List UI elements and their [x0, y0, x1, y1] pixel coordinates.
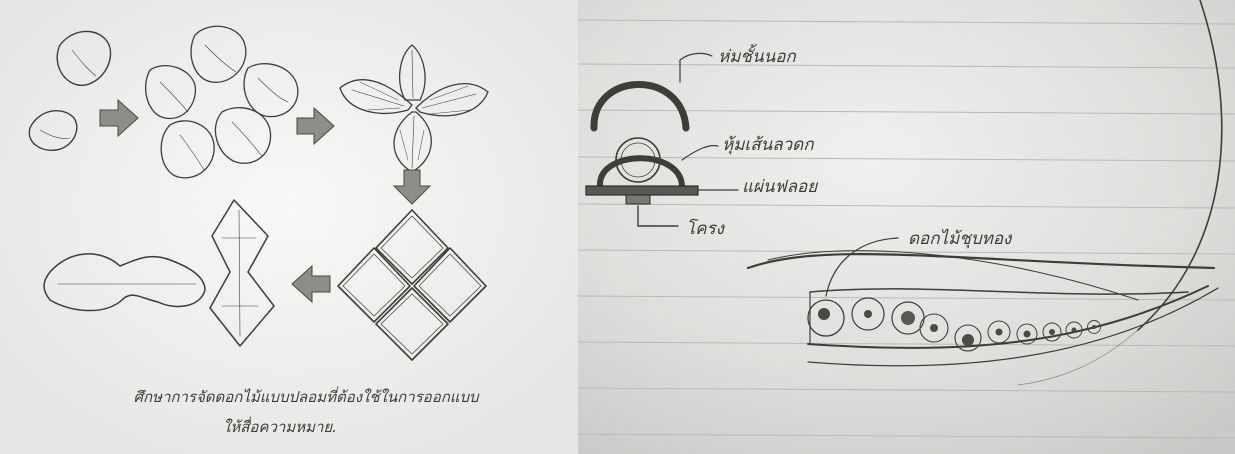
- label-flower-bud: ดอกไม้ชุบทอง: [908, 228, 1013, 249]
- label-outer-casing: ห่มชั้นนอก: [718, 43, 796, 67]
- sketch-caption-line2: ให้สื่อความหมาย.: [223, 416, 337, 436]
- label-wire-casing: หุ้มเส้นลวดก: [722, 135, 814, 155]
- label-foil-plate: แผ่นฟลอย: [742, 177, 818, 197]
- petal-sketch-drawing: ศึกษาการจัดดอกไม้แบบปลอมที่ต้องใช้ในการอ…: [0, 0, 578, 454]
- label-base: โครง: [686, 218, 726, 239]
- cross-section-drawing: ห่มชั้นนอก หุ้มเส้นลวดก แผ่นฟลอย โครง: [578, 0, 1235, 454]
- cross-section-sketch-panel: ห่มชั้นนอก หุ้มเส้นลวดก แผ่นฟลอย โครง: [578, 0, 1235, 454]
- sketch-caption-line1: ศึกษาการจัดดอกไม้แบบปลอมที่ต้องใช้ในการอ…: [133, 386, 479, 406]
- petal-sketch-panel: ศึกษาการจัดดอกไม้แบบปลอมที่ต้องใช้ในการอ…: [0, 0, 578, 454]
